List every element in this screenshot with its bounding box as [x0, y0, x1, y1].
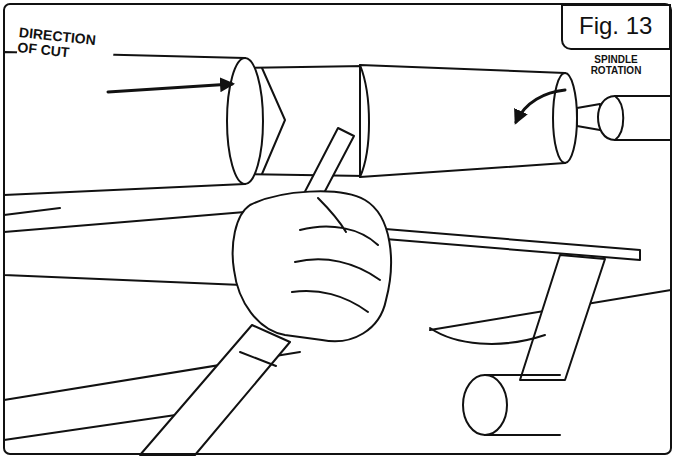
spindle-drum: [598, 96, 671, 140]
rotation-arrow: [516, 90, 565, 122]
fingers: [292, 198, 380, 312]
forearm: [4, 212, 245, 285]
banjo-edge: [430, 328, 545, 344]
workpiece-end: [553, 73, 577, 163]
figure-frame: [4, 4, 671, 454]
figure-number-box: Fig. 13: [561, 4, 671, 50]
bed-rail: [4, 208, 60, 215]
ferrule: [240, 352, 276, 366]
workpiece: [4, 52, 245, 195]
drawing: [4, 4, 671, 455]
rotation-label: SPINDLE ROTATION: [580, 54, 652, 76]
clamp-shaft: [485, 375, 560, 435]
spindle-edge: [615, 96, 623, 140]
cut-arrow: [108, 84, 232, 92]
figure-number: Fig. 13: [579, 12, 653, 40]
workpiece: [360, 65, 565, 177]
hand: [233, 191, 391, 341]
clamp-bolt: [463, 375, 507, 435]
workpiece-end: [227, 58, 263, 184]
cut-shoulder: [262, 68, 285, 174]
chisel-handle: [140, 325, 290, 455]
workpiece-edge: [360, 65, 369, 177]
spindle-center: [577, 104, 600, 130]
rest-post: [520, 255, 605, 380]
